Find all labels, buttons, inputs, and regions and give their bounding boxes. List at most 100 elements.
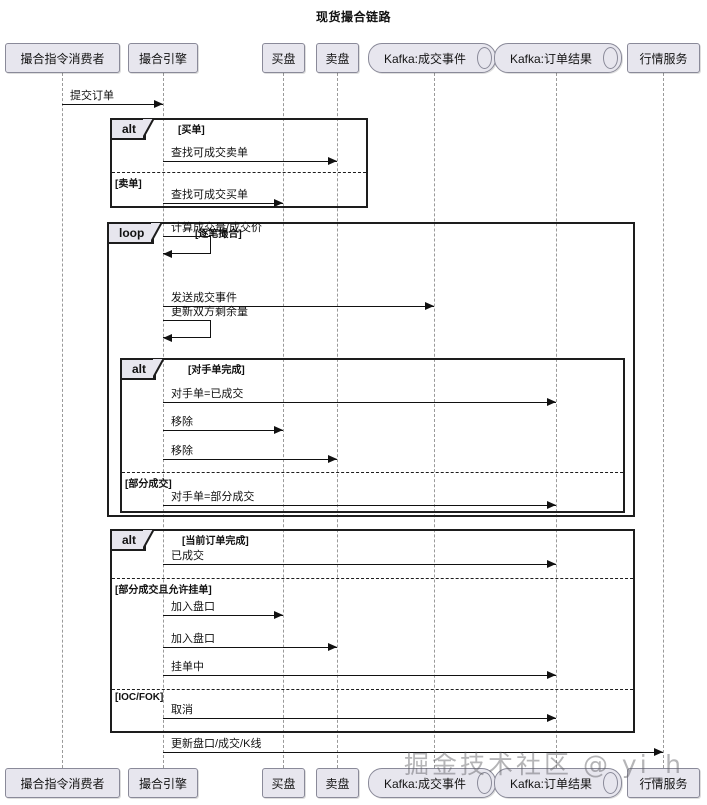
fragment-operator-label: alt xyxy=(132,362,147,376)
fragment-section-divider xyxy=(112,689,633,690)
arrowhead-icon xyxy=(163,334,172,342)
message-label: 查找可成交买单 xyxy=(171,189,248,201)
lifeline-asks xyxy=(337,73,338,768)
self-message-loop xyxy=(163,236,211,254)
participant-kafka_order-top[interactable]: Kafka:订单结果 xyxy=(494,43,622,73)
arrowhead-icon xyxy=(547,714,556,722)
participant-label: Kafka:成交事件 xyxy=(383,776,467,791)
fragment-operator: loop xyxy=(109,222,164,244)
fragment-alt: alt xyxy=(110,529,635,733)
message-line xyxy=(163,459,337,460)
message-label: 取消 xyxy=(171,704,193,716)
fragment-section-divider xyxy=(112,172,366,173)
message-line xyxy=(163,430,283,431)
arrowhead-icon xyxy=(425,302,434,310)
participant-label: 行情服务 xyxy=(639,776,688,791)
participant-engine-top[interactable]: 撮合引擎 xyxy=(128,43,198,73)
arrowhead-icon xyxy=(274,426,283,434)
fragment-operator: alt xyxy=(122,358,166,380)
fragment-section-guard: [部分成交] xyxy=(125,479,172,490)
participant-consumer-bottom[interactable]: 撮合指令消费者 xyxy=(5,768,120,798)
participant-consumer-top[interactable]: 撮合指令消费者 xyxy=(5,43,120,73)
message-label: 挂单中 xyxy=(171,661,204,673)
participant-kafka_order-bottom[interactable]: Kafka:订单结果 xyxy=(494,768,622,798)
message-line xyxy=(163,306,434,307)
participant-label: 撮合指令消费者 xyxy=(20,51,105,66)
fragment-operator-label: alt xyxy=(122,533,137,547)
participant-label: Kafka:订单结果 xyxy=(509,776,593,791)
fragment-guard: [当前订单完成] xyxy=(182,536,249,547)
message-label: 更新盘口/成交/K线 xyxy=(171,738,262,750)
queue-icon xyxy=(477,772,492,794)
participant-engine-bottom[interactable]: 撮合引擎 xyxy=(128,768,198,798)
arrowhead-icon xyxy=(547,560,556,568)
participant-label: 撮合引擎 xyxy=(138,776,187,791)
message-label: 提交订单 xyxy=(70,90,114,102)
message-line xyxy=(163,752,663,753)
lifeline-consumer xyxy=(62,73,63,768)
message-line xyxy=(163,161,337,162)
message-label: 移除 xyxy=(171,416,193,428)
message-line xyxy=(163,203,283,204)
message-line xyxy=(163,615,283,616)
queue-icon xyxy=(603,47,618,69)
participant-label: 买盘 xyxy=(271,51,296,66)
fragment-section-guard: [IOC/FOK] xyxy=(115,692,164,703)
message-line xyxy=(163,647,337,648)
message-label: 已成交 xyxy=(171,550,204,562)
participant-asks-bottom[interactable]: 卖盘 xyxy=(316,768,359,798)
participant-kafka_trade-bottom[interactable]: Kafka:成交事件 xyxy=(368,768,496,798)
arrowhead-icon xyxy=(328,643,337,651)
message-label: 查找可成交卖单 xyxy=(171,147,248,159)
lifeline-kafka_order xyxy=(556,73,557,768)
message-label: 加入盘口 xyxy=(171,633,215,645)
message-line xyxy=(163,675,556,676)
participant-label: 卖盘 xyxy=(325,776,350,791)
participant-market-bottom[interactable]: 行情服务 xyxy=(627,768,700,798)
message-label: 发送成交事件 xyxy=(171,292,237,304)
message-line xyxy=(163,402,556,403)
fragment-loop: loop xyxy=(107,222,635,517)
arrowhead-icon xyxy=(328,157,337,165)
message-label: 对手单=部分成交 xyxy=(171,491,255,503)
participant-bids-top[interactable]: 买盘 xyxy=(262,43,305,73)
message-label: 更新双方剩余量 xyxy=(171,306,248,318)
message-line xyxy=(163,718,556,719)
fragment-section-divider xyxy=(122,472,623,473)
participant-label: 卖盘 xyxy=(325,51,350,66)
lifeline-bids xyxy=(283,73,284,768)
participant-bids-bottom[interactable]: 买盘 xyxy=(262,768,305,798)
fragment-section-guard: [部分成交且允许挂单] xyxy=(115,585,212,596)
message-label: 加入盘口 xyxy=(171,601,215,613)
arrowhead-icon xyxy=(654,748,663,756)
queue-icon xyxy=(603,772,618,794)
page-title: 现货撮合链路 xyxy=(315,10,391,24)
arrowhead-icon xyxy=(274,611,283,619)
message-label: 计算成交量/成交价 xyxy=(171,222,263,234)
fragment-notch-icon xyxy=(143,529,155,549)
queue-icon xyxy=(477,47,492,69)
lifeline-market xyxy=(663,73,664,768)
fragment-operator: alt xyxy=(112,529,156,551)
arrowhead-icon xyxy=(547,501,556,509)
participant-market-top[interactable]: 行情服务 xyxy=(627,43,700,73)
lifeline-kafka_trade xyxy=(434,73,435,768)
arrowhead-icon xyxy=(163,250,172,258)
fragment-section-divider xyxy=(112,578,633,579)
participant-label: Kafka:成交事件 xyxy=(383,51,467,66)
arrowhead-icon xyxy=(274,199,283,207)
participant-asks-top[interactable]: 卖盘 xyxy=(316,43,359,73)
fragment-guard: [对手单完成] xyxy=(188,365,245,376)
fragment-guard: [逐笔撮合] xyxy=(195,229,242,240)
fragment-operator-label: alt xyxy=(122,122,137,136)
participant-label: 买盘 xyxy=(271,776,296,791)
message-line xyxy=(62,104,163,105)
fragment-operator-label: loop xyxy=(119,226,145,240)
participant-kafka_trade-top[interactable]: Kafka:成交事件 xyxy=(368,43,496,73)
participant-label: 撮合引擎 xyxy=(138,51,187,66)
fragment-notch-icon xyxy=(151,222,163,242)
fragment-alt: alt xyxy=(110,118,368,208)
fragment-notch-icon xyxy=(153,358,165,378)
fragment-notch-icon xyxy=(143,118,155,138)
